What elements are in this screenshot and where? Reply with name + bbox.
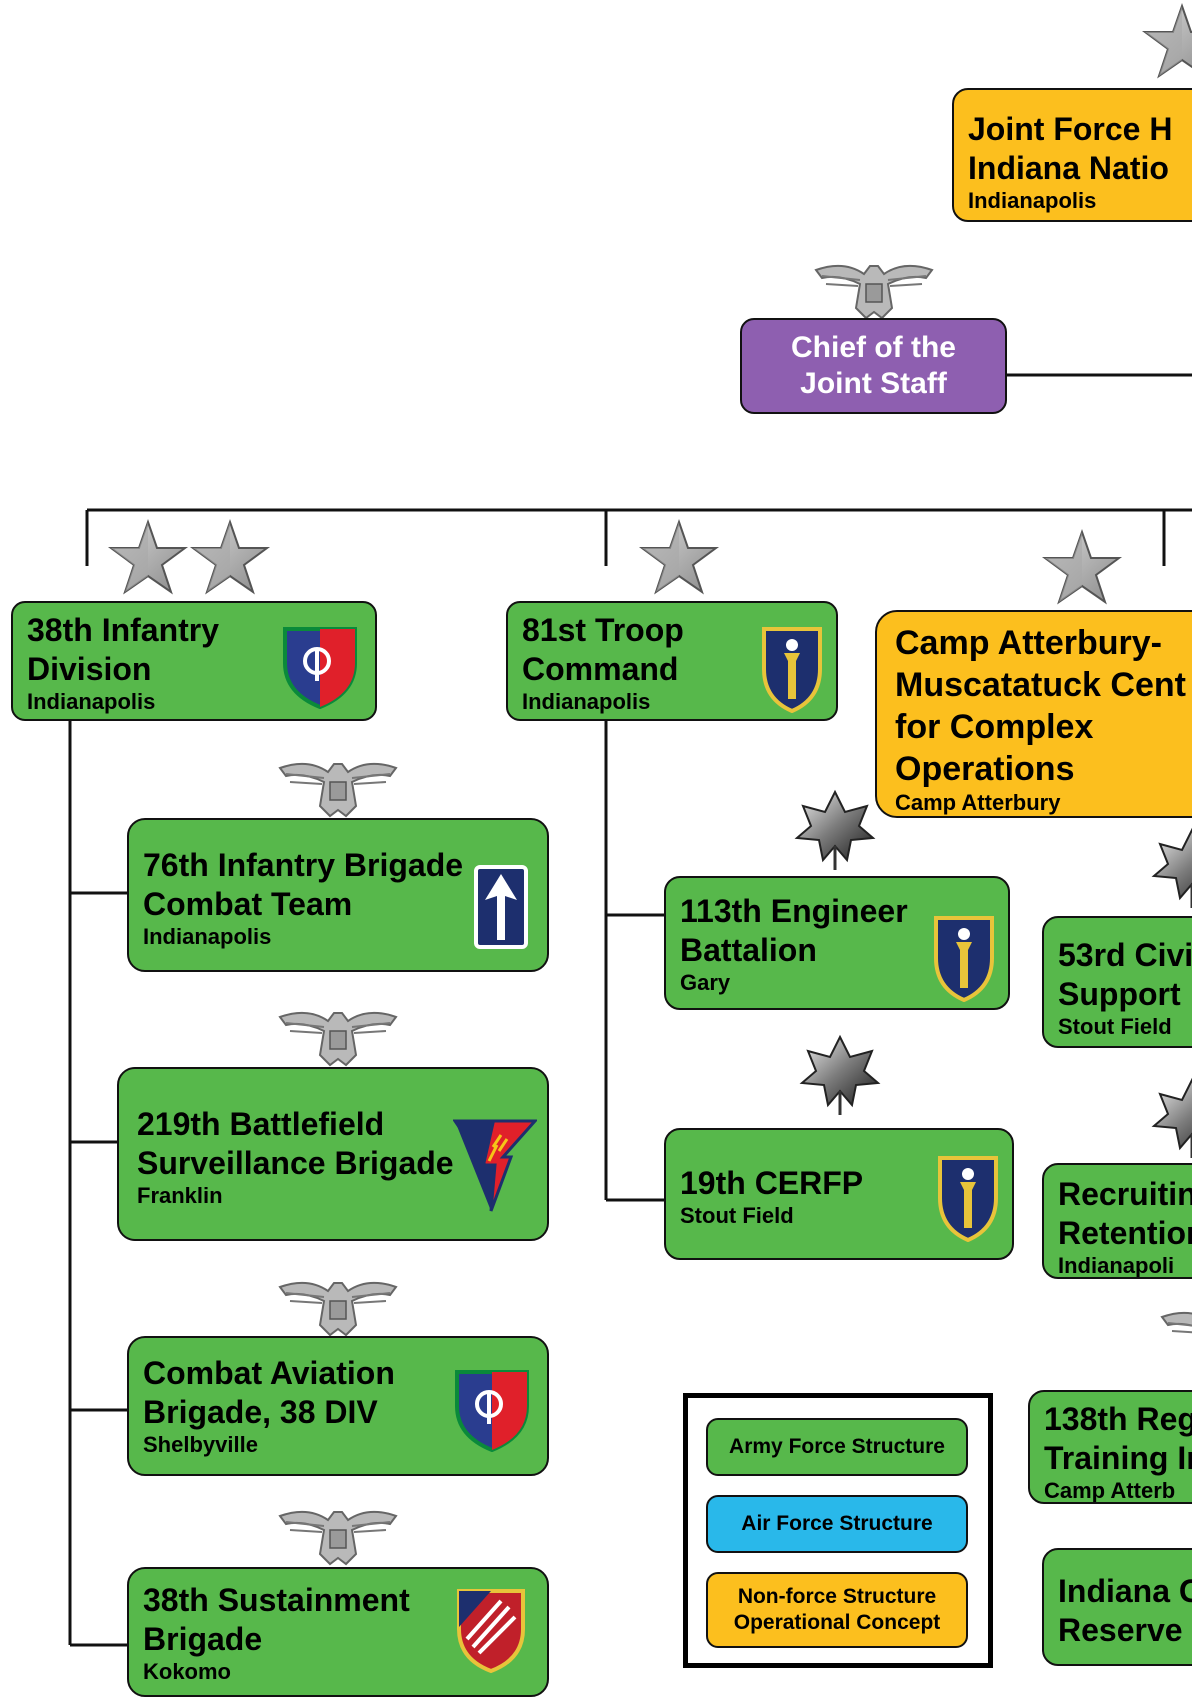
oak-leaf-icon-partial bbox=[1152, 828, 1192, 910]
38th-division-patch-icon bbox=[455, 1370, 529, 1452]
unit-title-line2: Combat Team bbox=[143, 886, 353, 922]
unit-title-line1: 138th Reg bbox=[1044, 1401, 1192, 1437]
38th-sustainment-patch-icon bbox=[457, 1589, 525, 1673]
colonel-eagle-icon bbox=[279, 1281, 397, 1336]
unit-location: Franklin bbox=[137, 1183, 223, 1208]
unit-title-line1: 53rd Civi bbox=[1058, 937, 1192, 973]
unit-219th-bfsb[interactable]: 219th Battlefield Surveillance Brigade F… bbox=[117, 1067, 549, 1241]
colonel-eagle-icon-partial bbox=[1161, 1311, 1192, 1366]
camp-location: Camp Atterbury bbox=[895, 790, 1061, 815]
unit-location: Stout Field bbox=[680, 1203, 794, 1228]
unit-title-line1: 219th Battlefield bbox=[137, 1106, 385, 1142]
unit-title-line2: Retentior bbox=[1058, 1215, 1192, 1251]
unit-title-line2: Training Ir bbox=[1044, 1440, 1192, 1476]
connector-lines bbox=[68, 373, 1192, 1647]
legend-non-force-structure: Non-force Structure Operational Concept bbox=[706, 1572, 968, 1648]
oak-leaf-icon-partial bbox=[1152, 1078, 1192, 1160]
legend-label-line2: Operational Concept bbox=[733, 1611, 941, 1634]
unit-138th-regiment[interactable]: 138th Reg Training Ir Camp Atterb bbox=[1028, 1390, 1192, 1504]
joint-force-hq-box[interactable]: Joint Force H Indiana Natio Indianapolis bbox=[952, 88, 1192, 222]
unit-title-line1: 113th Engineer bbox=[680, 893, 908, 929]
unit-113th-engineer-battalion[interactable]: 113th Engineer Battalion Gary bbox=[664, 876, 1010, 1010]
unit-53rd-civil-support[interactable]: 53rd Civi Support Stout Field bbox=[1042, 916, 1192, 1048]
one-star-icon bbox=[641, 521, 717, 593]
colonel-eagle-icon bbox=[279, 1510, 397, 1565]
38th-division-patch-icon bbox=[283, 627, 357, 709]
one-star-icon bbox=[1144, 5, 1192, 77]
unit-location: Gary bbox=[680, 970, 731, 995]
camp-title-line3: for Complex bbox=[895, 708, 1094, 746]
chief-of-joint-staff-box[interactable]: Chief of the Joint Staff bbox=[740, 318, 1007, 414]
unit-title-line2: Brigade, 38 DIV bbox=[143, 1394, 378, 1430]
unit-location: Stout Field bbox=[1058, 1014, 1172, 1039]
hq-title-line2: Indiana Natio bbox=[968, 150, 1169, 186]
unit-38th-sustainment-brigade[interactable]: 38th Sustainment Brigade Kokomo bbox=[127, 1567, 549, 1697]
unit-title-line1: Combat Aviation bbox=[143, 1355, 395, 1391]
unit-location: Indianapolis bbox=[27, 689, 156, 714]
unit-indiana-guard-reserve[interactable]: Indiana G Reserve bbox=[1042, 1548, 1192, 1666]
legend: Army Force Structure Air Force Structure… bbox=[683, 1393, 993, 1668]
unit-title-line1: Indiana G bbox=[1058, 1573, 1192, 1609]
legend-label-line1: Non-force Structure bbox=[737, 1585, 937, 1608]
unit-title-line1: 76th Infantry Brigade bbox=[143, 847, 464, 883]
oak-leaf-icon bbox=[795, 790, 875, 872]
unit-title-line1: 38th Sustainment bbox=[143, 1582, 410, 1618]
one-star-icon bbox=[1044, 531, 1120, 603]
unit-76th-ibct[interactable]: 76th Infantry Brigade Combat Team Indian… bbox=[127, 818, 549, 972]
unit-title-line1: Recruitin bbox=[1058, 1176, 1192, 1212]
colonel-eagle-icon bbox=[279, 762, 397, 817]
chief-title-line2: Joint Staff bbox=[800, 367, 947, 400]
camp-title-line4: Operations bbox=[895, 750, 1075, 788]
camp-title-line1: Camp Atterbury- bbox=[895, 624, 1162, 662]
indiana-guard-patch-icon bbox=[762, 627, 822, 713]
legend-label: Air Force Structure bbox=[741, 1512, 933, 1535]
unit-location: Indianapolis bbox=[522, 689, 651, 714]
76th-ibct-patch-icon bbox=[474, 865, 528, 949]
legend-air-force-structure: Air Force Structure bbox=[706, 1495, 968, 1553]
unit-81st-troop-command[interactable]: 81st Troop Command Indianapolis bbox=[506, 601, 838, 721]
oak-leaf-icon bbox=[800, 1035, 880, 1117]
unit-title-line2: Brigade bbox=[143, 1621, 263, 1657]
unit-title-line1: 19th CERFP bbox=[680, 1165, 864, 1201]
unit-title-line1: 81st Troop bbox=[522, 612, 684, 648]
unit-title-line2: Battalion bbox=[680, 932, 817, 968]
camp-title-line2: Muscatatuck Cent bbox=[895, 666, 1186, 704]
unit-title-line2: Command bbox=[522, 651, 679, 687]
chief-title-line1: Chief of the bbox=[791, 331, 956, 364]
unit-location: Camp Atterb bbox=[1044, 1478, 1176, 1503]
hq-title-line1: Joint Force H bbox=[968, 111, 1173, 147]
colonel-eagle-icon bbox=[815, 264, 933, 319]
two-star-icon-second bbox=[192, 521, 268, 593]
unit-location: Indianapolis bbox=[143, 924, 272, 949]
unit-camp-atterbury-muscatatuck[interactable]: Camp Atterbury- Muscatatuck Cent for Com… bbox=[875, 610, 1192, 818]
unit-combat-aviation-brigade[interactable]: Combat Aviation Brigade, 38 DIV Shelbyvi… bbox=[127, 1336, 549, 1476]
unit-title-line2: Surveillance Brigade bbox=[137, 1145, 454, 1181]
legend-army-force-structure: Army Force Structure bbox=[706, 1418, 968, 1476]
unit-title-line2: Reserve bbox=[1058, 1612, 1183, 1648]
unit-19th-cerfp[interactable]: 19th CERFP Stout Field bbox=[664, 1128, 1014, 1260]
unit-title-line2: Support bbox=[1058, 976, 1181, 1012]
two-star-icon bbox=[110, 521, 186, 593]
indiana-guard-patch-icon bbox=[938, 1156, 998, 1242]
unit-title-line2: Division bbox=[27, 651, 152, 687]
unit-title-line1: 38th Infantry bbox=[27, 612, 220, 648]
legend-label: Army Force Structure bbox=[729, 1435, 945, 1458]
219th-bfsb-patch-icon bbox=[453, 1119, 537, 1212]
unit-recruiting-retention[interactable]: Recruitin Retentior Indianapoli bbox=[1042, 1163, 1192, 1279]
unit-38th-infantry-division[interactable]: 38th Infantry Division Indianapolis bbox=[11, 601, 377, 721]
indiana-guard-patch-icon bbox=[934, 916, 994, 1002]
unit-location: Indianapoli bbox=[1058, 1253, 1175, 1278]
hq-location: Indianapolis bbox=[968, 188, 1097, 213]
unit-location: Shelbyville bbox=[143, 1432, 258, 1457]
colonel-eagle-icon bbox=[279, 1011, 397, 1066]
